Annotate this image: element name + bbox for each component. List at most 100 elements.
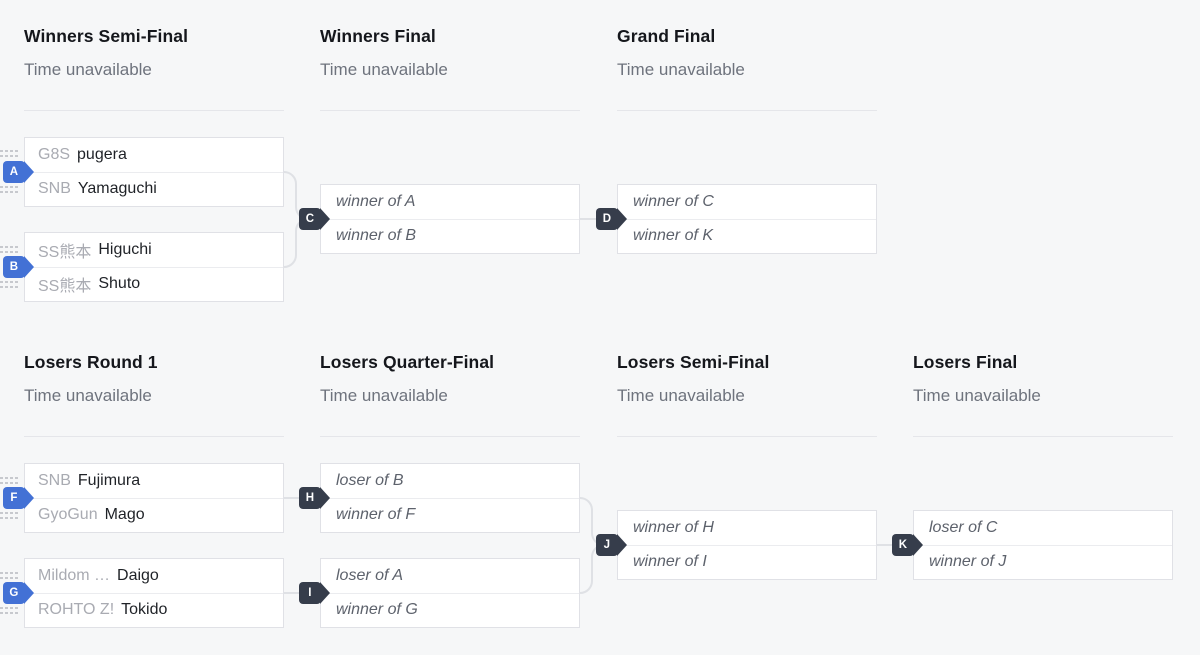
match-label-badge: D (596, 208, 627, 230)
match-label-badge: C (299, 208, 330, 230)
slot-placeholder: winner of H (633, 518, 714, 536)
slot-placeholder: winner of J (929, 553, 1007, 571)
player-slot[interactable]: winner of J (914, 546, 1172, 580)
sponsor-prefix: G8S (38, 145, 71, 163)
player-slot[interactable]: winner of G (321, 594, 579, 628)
player-name: Fujimura (77, 471, 141, 489)
round-header-winners-semi-final: Winners Semi-Final Time unavailable (24, 26, 284, 111)
grip-handle-icon[interactable] (0, 281, 18, 288)
round-header-losers-round-1: Losers Round 1 Time unavailable (24, 352, 284, 437)
match-c: winner of A winner of B (320, 184, 580, 254)
player-slot[interactable]: G8S pugera (25, 138, 283, 173)
match-j: winner of H winner of I (617, 510, 877, 580)
grip-handle-icon[interactable] (0, 477, 18, 484)
player-slot[interactable]: loser of C (914, 511, 1172, 546)
slot-placeholder: winner of B (336, 227, 417, 245)
match-letter: C (305, 213, 315, 225)
slot-placeholder: winner of F (336, 506, 416, 524)
sponsor-prefix: SS熊本 (38, 243, 92, 261)
round-header-losers-final: Losers Final Time unavailable (913, 352, 1173, 437)
sponsor-prefix: SS熊本 (38, 278, 92, 296)
match-g: Mildom … Daigo ROHTO Z! Tokido (24, 558, 284, 628)
grip-handle-icon[interactable] (0, 572, 18, 579)
player-slot[interactable]: SNB Fujimura (25, 464, 283, 499)
match-label-badge: G (3, 582, 34, 604)
match-letter: K (898, 539, 908, 551)
sponsor-prefix: Mildom … (38, 566, 111, 584)
slot-placeholder: winner of C (633, 192, 714, 210)
match-letter: F (10, 492, 18, 504)
match-letter: B (9, 261, 19, 273)
match-a: G8S pugera SNB Yamaguchi (24, 137, 284, 207)
player-slot[interactable]: Mildom … Daigo (25, 559, 283, 594)
sponsor-prefix: ROHTO Z! (38, 601, 115, 619)
match-b: SS熊本 Higuchi SS熊本 Shuto (24, 232, 284, 302)
match-label-badge: H (299, 487, 330, 509)
match-i: loser of A winner of G (320, 558, 580, 628)
slot-placeholder: winner of I (633, 553, 707, 571)
match-label-badge: F (3, 487, 34, 509)
match-letter: I (308, 587, 312, 599)
round-time: Time unavailable (320, 386, 448, 405)
grip-handle-icon[interactable] (0, 186, 18, 193)
player-slot[interactable]: winner of K (618, 220, 876, 254)
round-time: Time unavailable (320, 60, 448, 79)
match-label-badge: I (299, 582, 330, 604)
slot-placeholder: loser of B (336, 471, 404, 489)
match-letter: A (9, 166, 19, 178)
match-letter: J (603, 539, 611, 551)
player-slot[interactable]: winner of C (618, 185, 876, 220)
slot-placeholder: winner of K (633, 227, 714, 245)
slot-placeholder: loser of C (929, 518, 998, 536)
grip-handle-icon[interactable] (0, 512, 18, 519)
player-slot[interactable]: winner of F (321, 499, 579, 533)
match-label-badge: B (3, 256, 34, 278)
round-time: Time unavailable (617, 386, 745, 405)
grip-handle-icon[interactable] (0, 246, 18, 253)
round-title: Losers Semi-Final (617, 352, 770, 372)
slot-placeholder: loser of A (336, 566, 403, 584)
sponsor-prefix: GyoGun (38, 506, 98, 524)
round-time: Time unavailable (24, 60, 152, 79)
round-title: Losers Round 1 (24, 352, 158, 372)
match-f: SNB Fujimura GyoGun Mago (24, 463, 284, 533)
round-title: Losers Quarter-Final (320, 352, 495, 372)
player-slot[interactable]: winner of H (618, 511, 876, 546)
player-slot[interactable]: winner of I (618, 546, 876, 580)
round-header-losers-quarter-final: Losers Quarter-Final Time unavailable (320, 352, 580, 437)
round-header-grand-final: Grand Final Time unavailable (617, 26, 877, 111)
round-title: Winners Semi-Final (24, 26, 189, 46)
player-slot[interactable]: winner of B (321, 220, 579, 254)
player-slot[interactable]: ROHTO Z! Tokido (25, 594, 283, 628)
player-slot[interactable]: loser of A (321, 559, 579, 594)
player-slot[interactable]: SNB Yamaguchi (25, 173, 283, 207)
round-time: Time unavailable (617, 60, 745, 79)
match-label-badge: J (596, 534, 627, 556)
player-name: Higuchi (98, 240, 152, 258)
player-slot[interactable]: SS熊本 Higuchi (25, 233, 283, 268)
player-slot[interactable]: winner of A (321, 185, 579, 220)
round-time: Time unavailable (913, 386, 1041, 405)
player-slot[interactable]: SS熊本 Shuto (25, 268, 283, 302)
player-name: Yamaguchi (77, 180, 157, 198)
slot-placeholder: winner of G (336, 601, 418, 619)
match-letter: D (602, 213, 612, 225)
player-slot[interactable]: loser of B (321, 464, 579, 499)
match-label-badge: K (892, 534, 923, 556)
round-header-losers-semi-final: Losers Semi-Final Time unavailable (617, 352, 877, 437)
grip-handle-icon[interactable] (0, 607, 18, 614)
match-k: loser of C winner of J (913, 510, 1173, 580)
player-name: Tokido (121, 601, 168, 619)
grip-handle-icon[interactable] (0, 150, 18, 157)
player-name: pugera (77, 145, 127, 163)
match-d: winner of C winner of K (617, 184, 877, 254)
player-slot[interactable]: GyoGun Mago (25, 499, 283, 533)
sponsor-prefix: SNB (38, 180, 71, 198)
round-title: Grand Final (617, 26, 716, 46)
round-time: Time unavailable (24, 386, 152, 405)
match-letter: G (9, 587, 19, 599)
match-label-badge: A (3, 161, 34, 183)
round-title: Winners Final (320, 26, 436, 46)
slot-placeholder: winner of A (336, 192, 416, 210)
